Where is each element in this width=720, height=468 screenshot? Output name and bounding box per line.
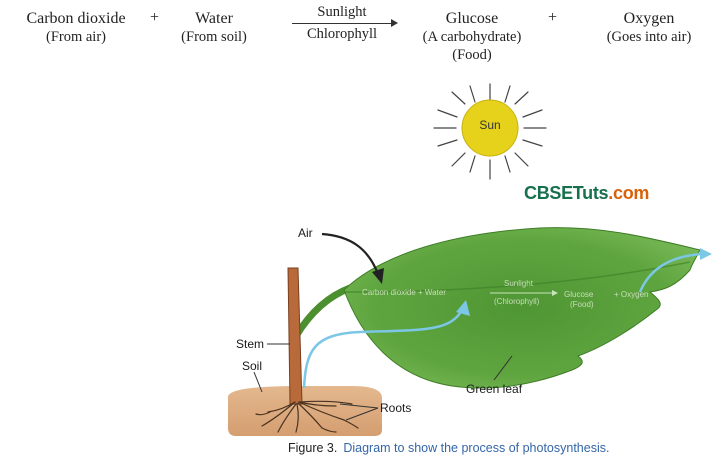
reactant-carbon-dioxide-source: (From air) (46, 29, 106, 45)
plus-sign-2: + (548, 9, 558, 26)
reaction-arrow-condition-above: Sunlight (317, 4, 367, 20)
reactant-carbon-dioxide: Carbon dioxide (From air) (6, 9, 146, 46)
leaf-midrib (343, 261, 691, 293)
water-arrow (302, 309, 464, 389)
reaction-arrow-line (292, 19, 398, 27)
leaf-blade (343, 227, 701, 389)
roots-pointer-1 (339, 403, 379, 409)
reaction-arrow: Sunlight Chlorophyll (286, 4, 398, 43)
reactant-water-source: (From soil) (181, 29, 247, 45)
leaf-eq-reactants: Carbon dioxide + Water (362, 288, 446, 297)
figure-caption-text: Diagram to show the process of photosynt… (343, 441, 610, 455)
reactant-water-name: Water (195, 10, 233, 27)
leaf-eq-sunlight: Sunlight (504, 279, 533, 288)
sun-disc (461, 99, 519, 157)
reactant-carbon-dioxide-name: Carbon dioxide (26, 10, 126, 27)
label-stem: Stem (236, 337, 265, 351)
leaf-eq-oxygen: + Oxygen (614, 290, 649, 299)
sun-icon (433, 83, 547, 180)
soil-mound (228, 386, 382, 436)
label-roots: Roots (380, 401, 412, 415)
green-leaf-pointer (493, 355, 513, 381)
figure-number: Figure 3. (288, 441, 338, 455)
logo-text-domain: .com (608, 183, 650, 203)
leaf-eq-chlorophyll: (Chlorophyll) (494, 297, 540, 306)
leaf-eq-food: (Food) (570, 300, 594, 309)
oxygen-arrow-head (700, 248, 712, 260)
label-soil: Soil (242, 359, 263, 373)
figure-caption: Figure 3. Diagram to show the process of … (288, 441, 609, 455)
leaf-eq-glucose: Glucose (564, 290, 594, 299)
sun-rays (433, 83, 547, 180)
product-glucose: Glucose (A carbohydrate) (Food) (404, 9, 540, 64)
product-glucose-note: (A carbohydrate) (422, 29, 522, 45)
cbsetuts-logo: CBSETuts.com (524, 183, 649, 204)
product-oxygen-note: (Goes into air) (606, 29, 692, 45)
soil-pointer (253, 371, 263, 393)
oxygen-arrow (638, 252, 703, 293)
logo-text-main: CBSETuts (524, 183, 609, 203)
leaf-petiole (292, 284, 354, 340)
leaf-eq-arrow-head (552, 290, 558, 296)
label-air: Air (298, 226, 313, 240)
plant-stem (287, 267, 303, 405)
product-glucose-note2: (Food) (452, 47, 492, 63)
product-oxygen-name: Oxygen (623, 10, 675, 27)
plus-sign-1: + (150, 9, 160, 26)
sun-label: Sun (479, 118, 501, 132)
plant-roots (255, 400, 359, 433)
label-green-leaf: Green leaf (466, 382, 523, 396)
water-arrow-head (456, 300, 470, 316)
air-arrow-head (372, 268, 384, 284)
product-oxygen: Oxygen (Goes into air) (585, 9, 713, 46)
product-glucose-name: Glucose (445, 10, 499, 27)
air-arrow (321, 232, 380, 275)
reaction-arrow-condition-below: Chlorophyll (306, 26, 378, 42)
reactant-water: Water (From soil) (168, 9, 260, 46)
roots-pointer-2 (345, 407, 379, 421)
